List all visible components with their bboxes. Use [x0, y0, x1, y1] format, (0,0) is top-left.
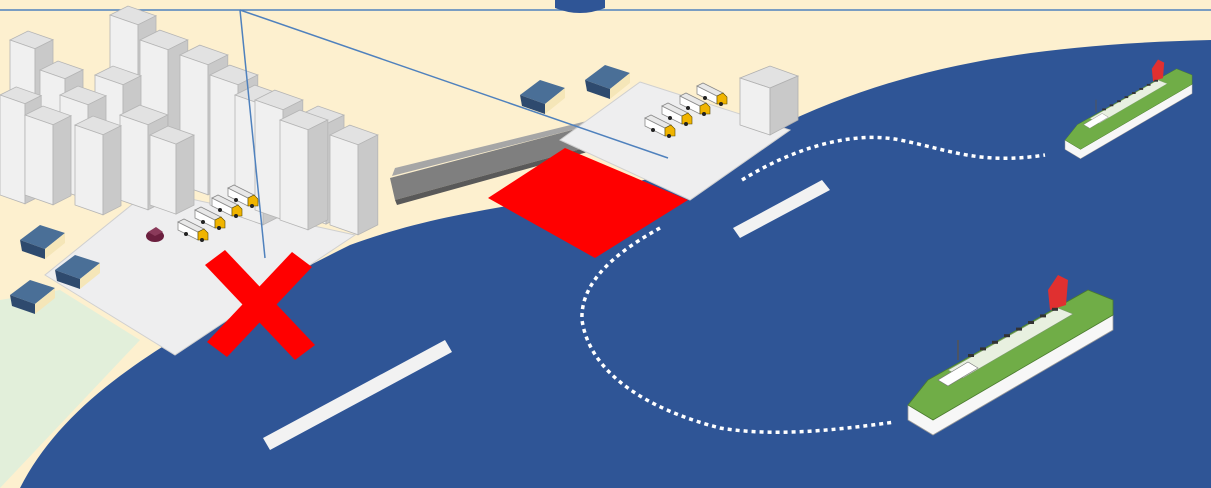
building-icon: [330, 125, 378, 235]
building-icon: [150, 126, 194, 214]
building-icon: [25, 106, 71, 205]
building-icon: [280, 110, 328, 230]
warehouse-building: [740, 66, 798, 135]
building-icon: [75, 116, 121, 215]
